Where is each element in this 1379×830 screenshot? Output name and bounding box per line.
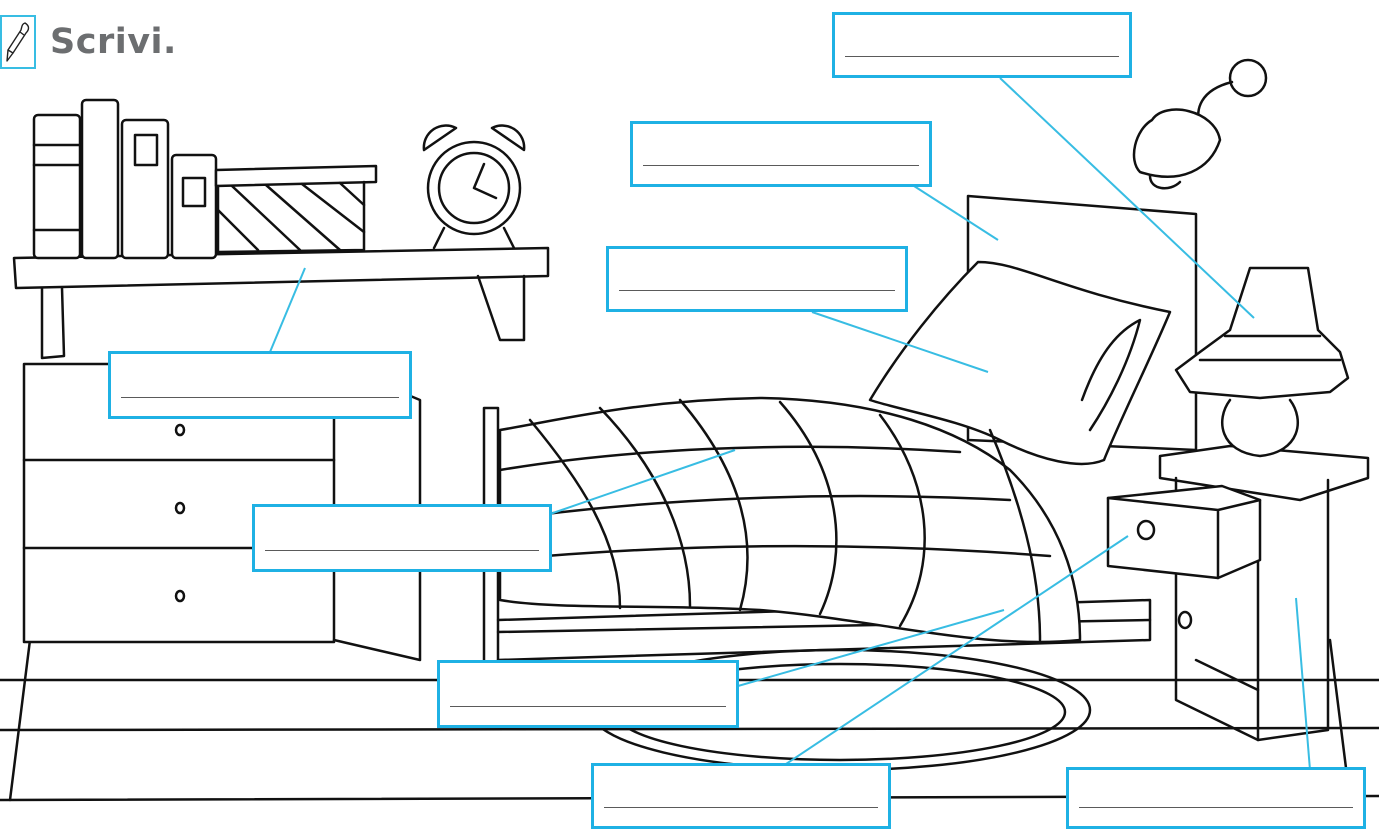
instruction-header: Scrivi. xyxy=(0,14,177,70)
answer-line xyxy=(643,165,919,166)
answer-box-nightstand[interactable] xyxy=(1066,767,1366,829)
table-lamp-icon xyxy=(1176,268,1348,456)
wall-lamp-icon xyxy=(1134,60,1266,188)
answer-box-shelf[interactable] xyxy=(108,351,412,419)
answer-box-pillow[interactable] xyxy=(606,246,908,312)
answer-line xyxy=(121,397,399,398)
answer-box-duvet[interactable] xyxy=(252,504,552,572)
answer-line xyxy=(450,706,726,707)
box-icon xyxy=(216,166,376,252)
answer-box-sheet[interactable] xyxy=(437,660,739,728)
answer-box-headboard[interactable] xyxy=(630,121,932,187)
books-icon xyxy=(34,100,216,258)
answer-line xyxy=(619,290,895,291)
answer-line xyxy=(604,807,878,808)
answer-line xyxy=(265,550,539,551)
page-title: Scrivi. xyxy=(50,22,177,62)
drawer-icon xyxy=(1108,486,1260,578)
answer-box-drawer[interactable] xyxy=(591,763,891,829)
pen-icon xyxy=(0,15,36,69)
duvet-icon xyxy=(500,398,1080,642)
answer-box-lamp[interactable] xyxy=(832,12,1132,78)
alarm-clock-icon xyxy=(424,126,524,248)
shelf-icon xyxy=(14,248,548,358)
answer-line xyxy=(1079,807,1353,808)
answer-line xyxy=(845,56,1119,57)
